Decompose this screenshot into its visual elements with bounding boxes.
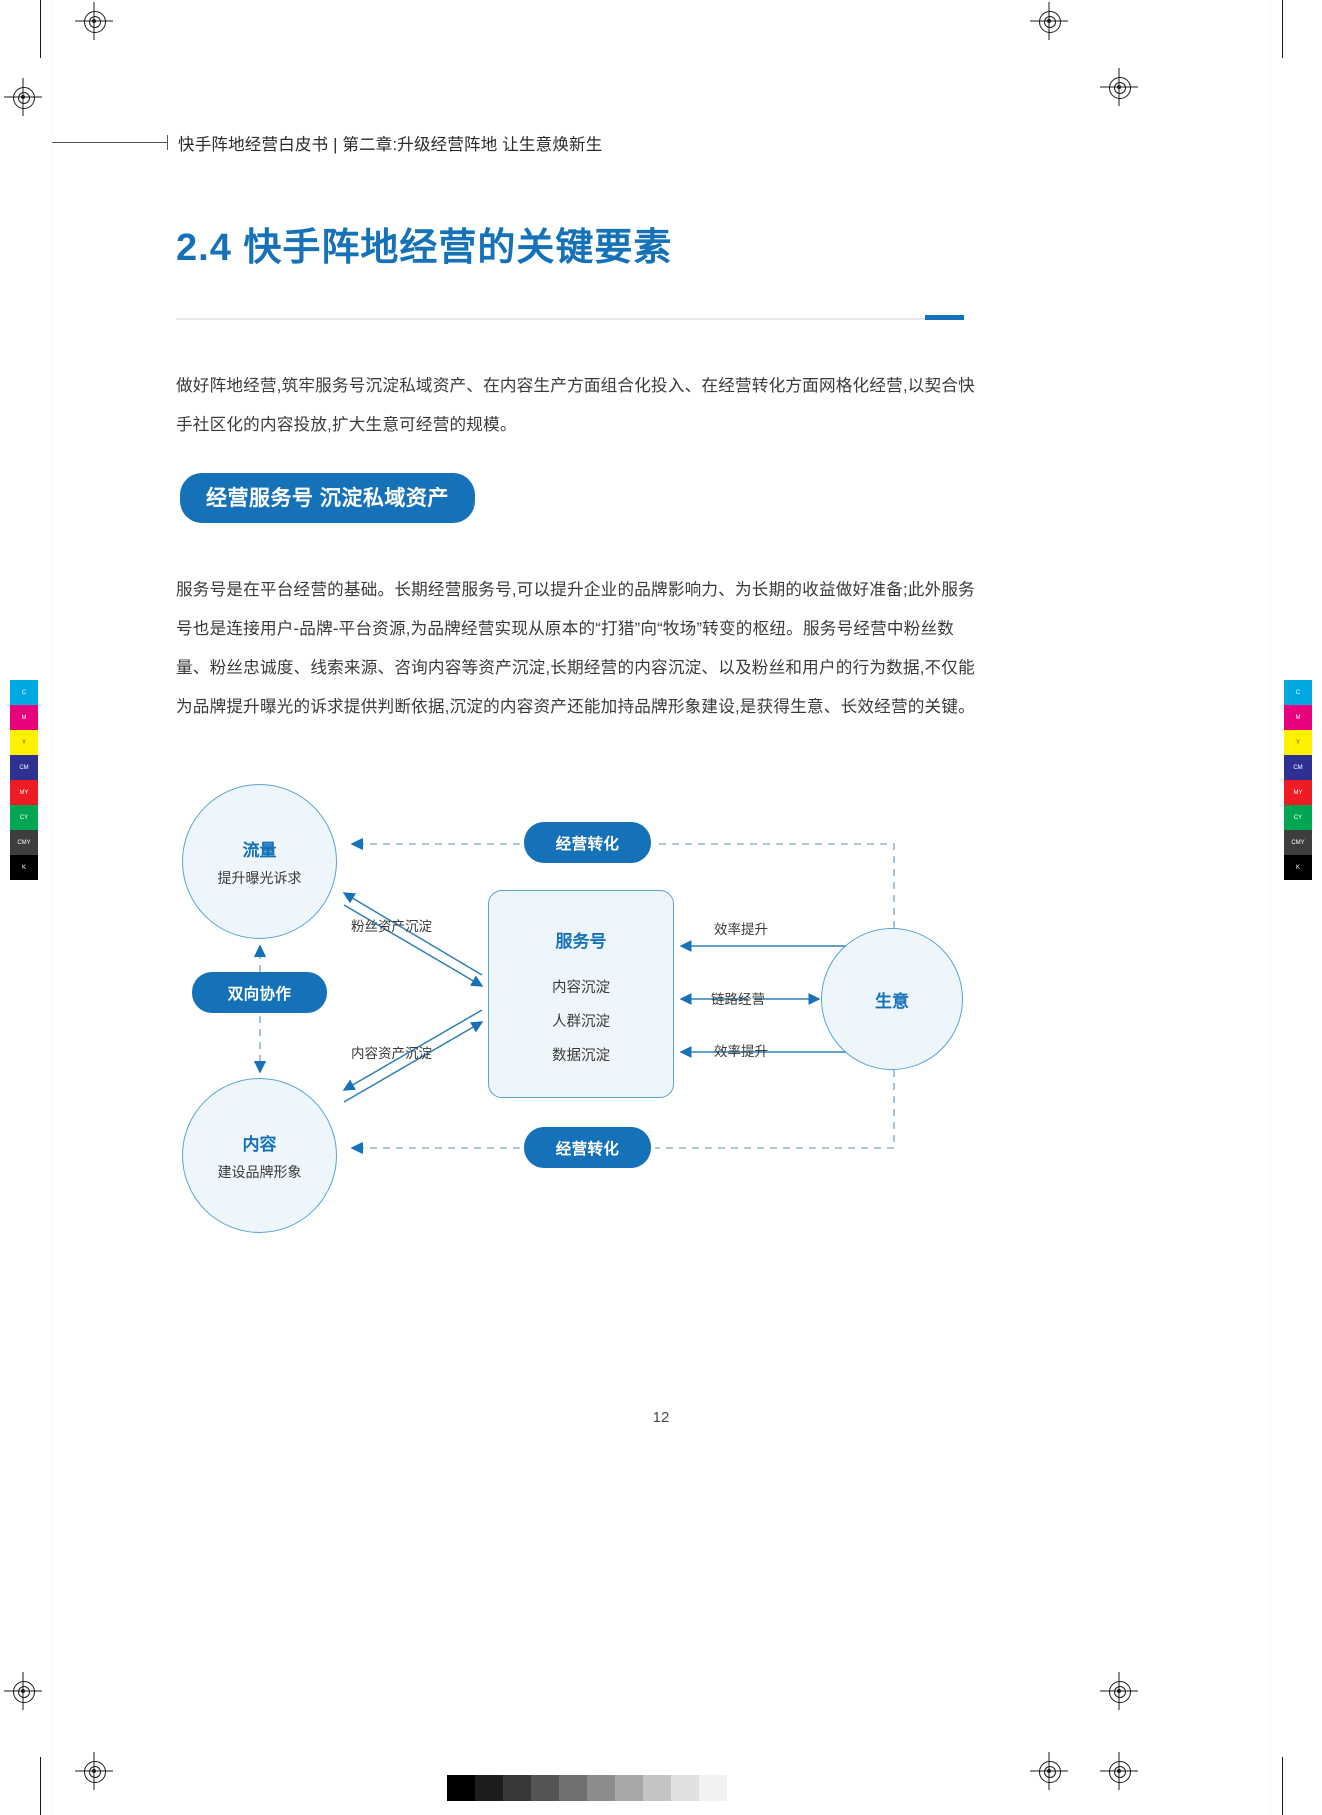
diagram-node-content-subtitle: 建设品牌形象 [217, 1163, 302, 1180]
diagram-pill-collaboration[interactable]: 双向协作 [192, 972, 327, 1013]
page-number: 12 [652, 1409, 670, 1426]
diagram-node-traffic[interactable]: 流量 提升曝光诉求 [182, 784, 337, 939]
registration-mark-lower-far-right [1100, 1752, 1138, 1790]
color-swatch: K [1284, 855, 1312, 880]
diagram-pill-conversion-bottom[interactable]: 经营转化 [524, 1127, 651, 1168]
diagram-label-chain-ops: 链路经营 [711, 992, 765, 1007]
service-account-diagram: 流量 提升曝光诉求 内容 建设品牌形象 生意 服务号 内容沉淀 人群沉淀 数据沉… [176, 760, 976, 1233]
registration-mark-top-right [1030, 2, 1068, 40]
color-swatch: M [10, 705, 38, 730]
crop-mark-right-bottom [1282, 1757, 1283, 1815]
diagram-label-fans-asset: 粉丝资产沉淀 [351, 919, 432, 934]
gray-swatch [615, 1775, 643, 1801]
color-swatch: K [10, 855, 38, 880]
gray-swatch [671, 1775, 699, 1801]
diagram-node-business[interactable]: 生意 [821, 928, 963, 1070]
diagram-node-service-title: 服务号 [555, 932, 607, 951]
running-header-rule [52, 142, 168, 143]
diagram-service-item: 人群沉淀 [552, 1014, 610, 1030]
gray-swatch [531, 1775, 559, 1801]
crop-mark-left-bottom [40, 1757, 41, 1815]
registration-mark-lower-left [75, 1752, 113, 1790]
title-divider [176, 318, 964, 320]
diagram-node-content[interactable]: 内容 建设品牌形象 [182, 1078, 337, 1233]
gray-swatch [587, 1775, 615, 1801]
gray-swatch [699, 1775, 727, 1801]
diagram-node-traffic-subtitle: 提升曝光诉求 [217, 869, 302, 886]
title-divider-accent [925, 315, 964, 320]
color-swatch: CMY [10, 830, 38, 855]
crop-mark-left-top [40, 0, 41, 58]
color-swatch: CY [1284, 805, 1312, 830]
body-paragraph: 服务号是在平台经营的基础。长期经营服务号,可以提升企业的品牌影响力、为长期的收益… [176, 580, 975, 716]
color-swatch: C [10, 680, 38, 705]
gray-swatch [559, 1775, 587, 1801]
running-header-text: 快手阵地经营白皮书 | 第二章:升级经营阵地 让生意焕新生 [178, 136, 603, 154]
color-swatch: Y [1284, 730, 1312, 755]
registration-mark-bottom-left [4, 1672, 42, 1710]
gray-swatch [447, 1775, 475, 1801]
color-swatch: CM [1284, 755, 1312, 780]
diagram-node-traffic-title: 流量 [242, 840, 277, 860]
running-header-tick [167, 135, 168, 150]
color-swatch: M [1284, 705, 1312, 730]
color-swatch: CM [10, 755, 38, 780]
gray-ramp-bar [447, 1775, 727, 1801]
crop-mark-right-top [1282, 0, 1283, 58]
diagram-label-efficiency-top: 效率提升 [714, 922, 768, 937]
registration-mark-upper-right [1100, 68, 1138, 106]
diagram-service-item: 数据沉淀 [552, 1048, 610, 1064]
gray-swatch [475, 1775, 503, 1801]
registration-mark-lower-right [1030, 1752, 1068, 1790]
gray-swatch [643, 1775, 671, 1801]
diagram-node-service-account[interactable]: 服务号 内容沉淀 人群沉淀 数据沉淀 [488, 890, 674, 1098]
subsection-badge: 经营服务号 沉淀私域资产 [180, 473, 475, 523]
color-swatch: MY [10, 780, 38, 805]
diagram-label-efficiency-bottom: 效率提升 [714, 1044, 768, 1059]
color-swatch: Y [10, 730, 38, 755]
diagram-service-item: 内容沉淀 [552, 980, 610, 996]
registration-mark-bottom-right [1100, 1672, 1138, 1710]
color-swatch: CY [10, 805, 38, 830]
intro-paragraph: 做好阵地经营,筑牢服务号沉淀私域资产、在内容生产方面组合化投入、在经营转化方面网… [176, 376, 975, 434]
diagram-node-business-title: 生意 [875, 991, 909, 1011]
diagram-label-content-asset: 内容资产沉淀 [351, 1046, 432, 1061]
registration-mark-upper-left [4, 78, 42, 116]
color-swatch: C [1284, 680, 1312, 705]
registration-mark-top-left [75, 2, 113, 40]
color-swatch: CMY [1284, 830, 1312, 855]
running-header: 快手阵地经营白皮书 | 第二章:升级经营阵地 让生意焕新生 [52, 131, 603, 155]
diagram-pill-conversion-top[interactable]: 经营转化 [524, 822, 651, 863]
diagram-node-content-title: 内容 [242, 1134, 277, 1154]
gray-swatch [503, 1775, 531, 1801]
color-swatch: MY [1284, 780, 1312, 805]
page-title: 2.4 快手阵地经营的关键要素 [176, 227, 673, 269]
